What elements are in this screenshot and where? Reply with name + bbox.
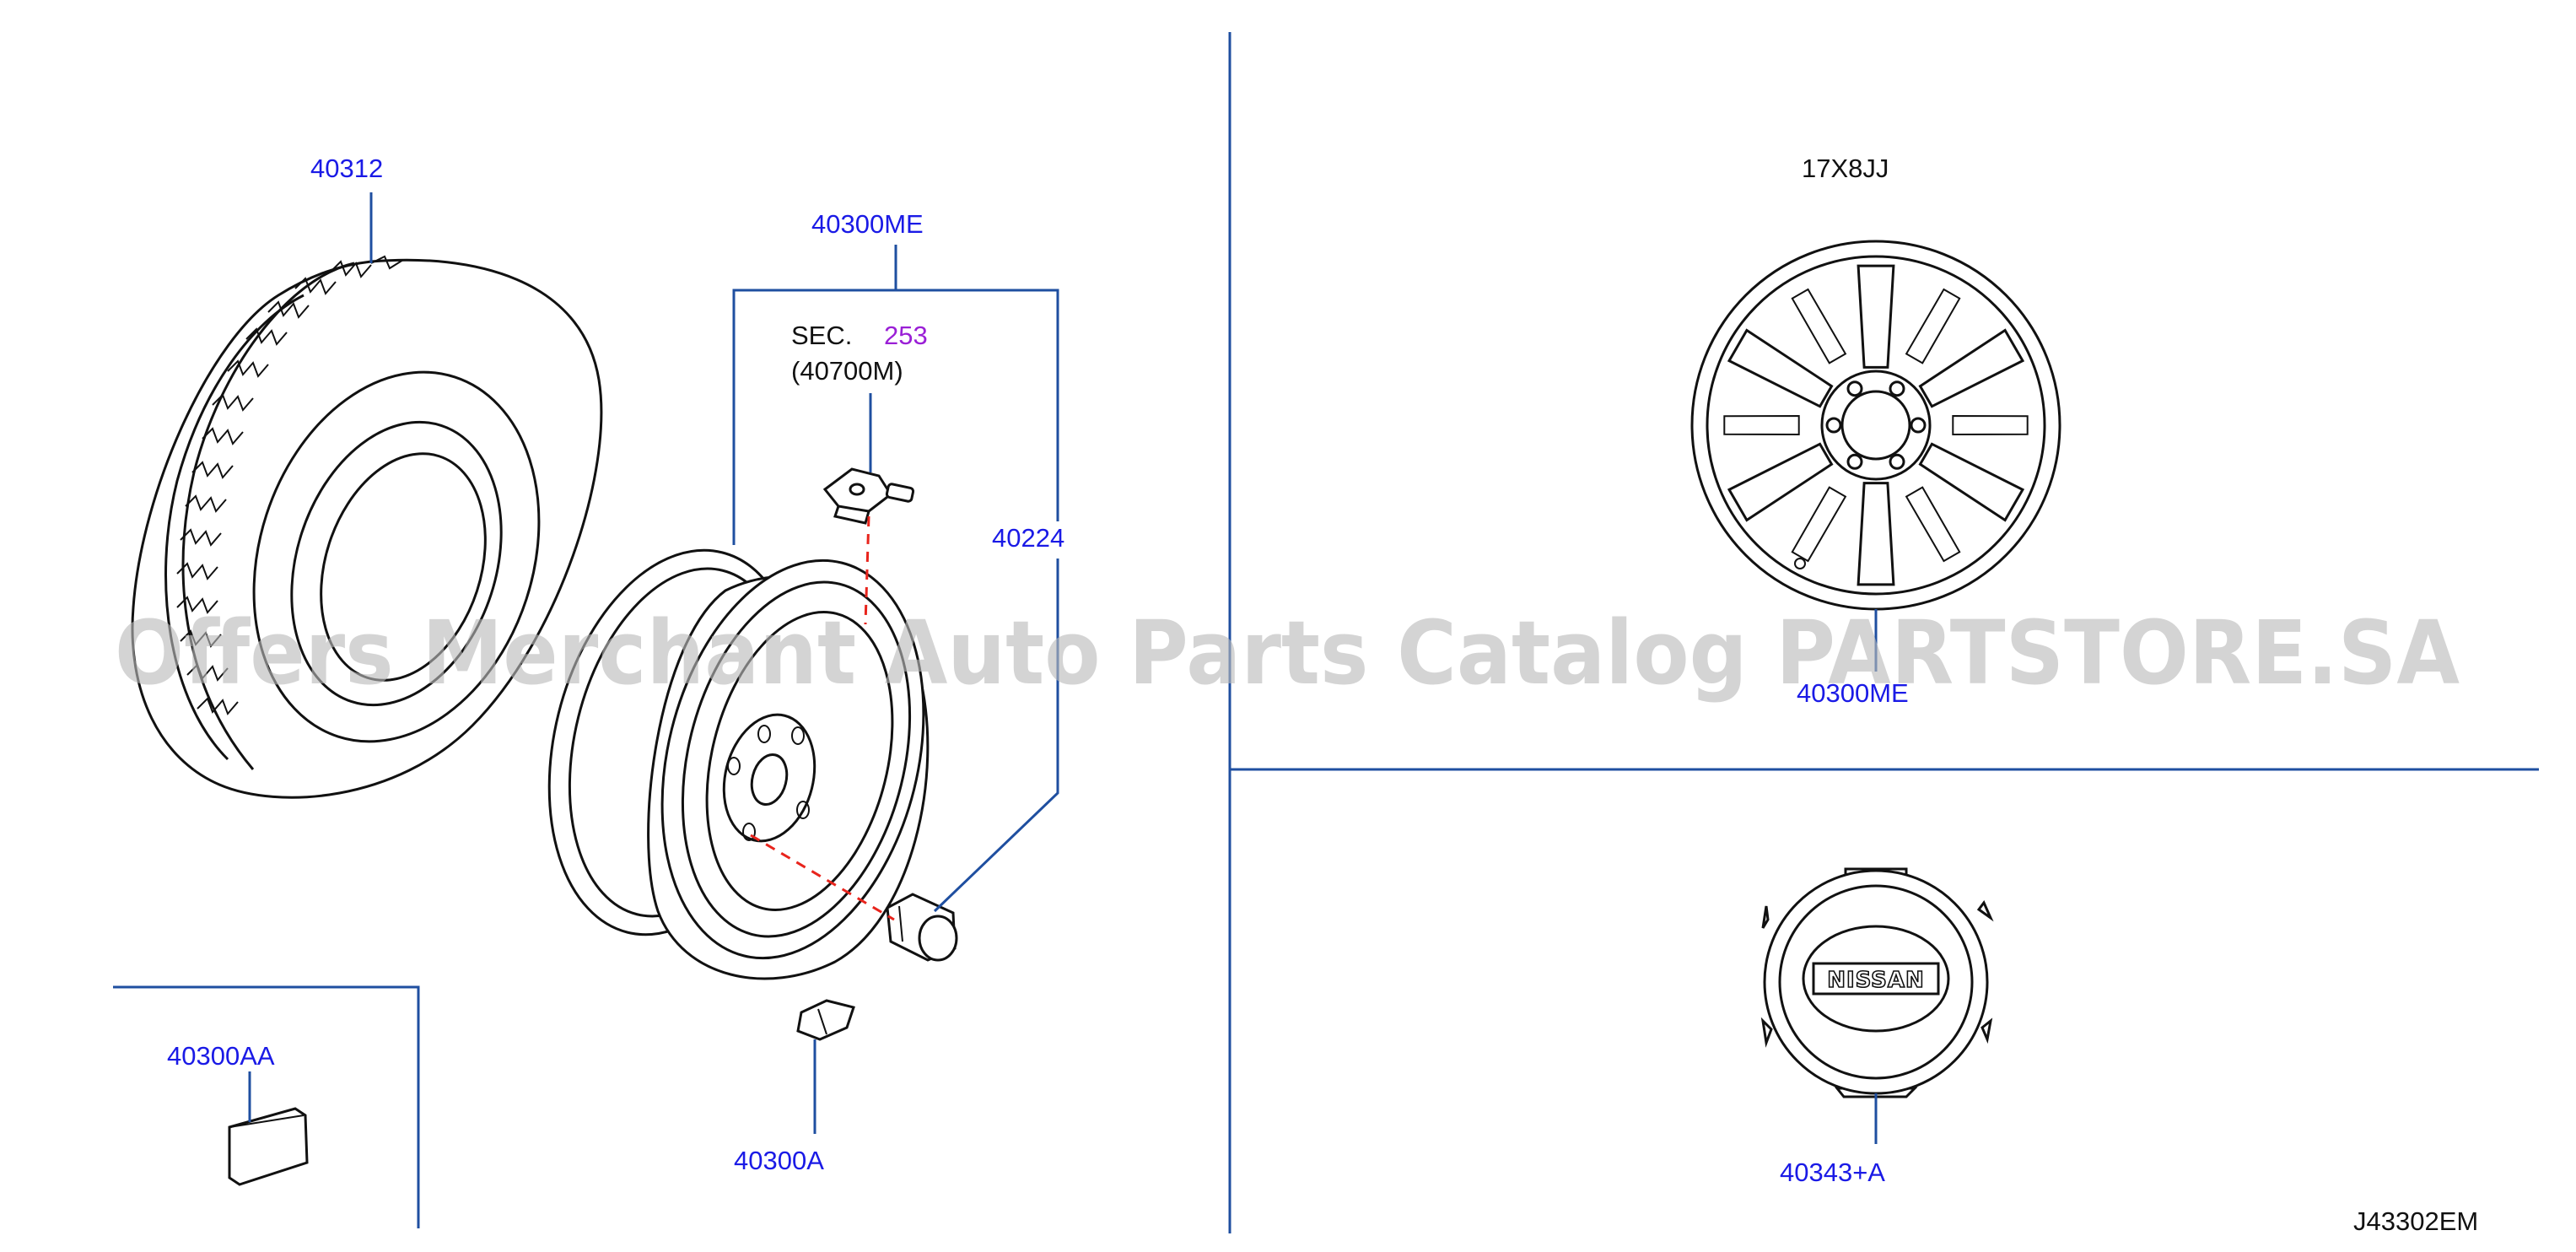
sensor-body xyxy=(822,467,893,513)
tire-sidewall xyxy=(252,370,541,743)
alloy-spoke-4 xyxy=(1857,482,1895,586)
center-cap-inner xyxy=(1778,884,1974,1080)
alloy-wheel-hub xyxy=(1820,370,1932,481)
wheel-disc xyxy=(705,611,894,911)
panel-dividers xyxy=(113,32,2539,1233)
dash-sensor-to-wheel xyxy=(864,515,870,625)
center-cap-logo-bar xyxy=(1812,962,1940,996)
alloy-lug-hole-6 xyxy=(1846,380,1863,397)
wheel-hub-face xyxy=(722,713,816,843)
label-adhesive-weight: 40300AA xyxy=(167,1041,275,1071)
alloy-lug-hole-4 xyxy=(1846,453,1863,470)
tire-tread-pattern xyxy=(176,255,404,715)
alloy-window-6 xyxy=(1791,288,1847,364)
label-alloy-wheel: 40300ME xyxy=(1797,678,1909,708)
alloy-wheel-valve-hole xyxy=(1794,558,1806,569)
alloy-window-5 xyxy=(1723,414,1800,436)
sensor-valve-stem xyxy=(885,483,915,503)
alloy-lug-hole-3 xyxy=(1889,453,1905,470)
alloy-window-4 xyxy=(1791,486,1847,563)
adhesive-weight-body xyxy=(228,1107,309,1186)
clip-weight-edge xyxy=(817,1008,827,1035)
valve-cap-end xyxy=(918,915,958,962)
alloy-wheel-center-bore xyxy=(1840,390,1911,461)
label-center-cap: 40343+A xyxy=(1780,1158,1885,1187)
center-cap-illustration: NISSAN xyxy=(1760,867,1994,1098)
steel-wheel-illustration xyxy=(547,548,930,980)
tire-bead xyxy=(290,420,503,707)
lug-hole-1 xyxy=(757,725,771,743)
balance-weight-clip-illustration xyxy=(796,999,855,1041)
sensor-base xyxy=(833,505,870,525)
center-cap-tabs xyxy=(1760,867,1994,1098)
label-valve: 40224 xyxy=(992,523,1064,553)
alloy-wheel-lug-holes xyxy=(1825,380,1927,470)
wheel-center-bore xyxy=(750,753,789,807)
alloy-lug-hole-1 xyxy=(1889,380,1905,397)
lug-hole-3 xyxy=(796,801,810,819)
weight-panel-border xyxy=(113,985,420,1228)
label-wheel-size: 17X8JJ xyxy=(1802,154,1889,183)
alloy-lug-hole-2 xyxy=(1910,417,1927,434)
label-sensor-part: (40700M) xyxy=(791,356,903,386)
alloy-spoke-3 xyxy=(1918,442,2025,522)
part-labels: 40312 40300ME SEC. 253 (40700M) 40224 40… xyxy=(167,154,2478,1236)
tire-illustration xyxy=(131,255,603,799)
label-drawing-code: J43302EM xyxy=(2353,1206,2478,1236)
alloy-window-2 xyxy=(1952,414,2029,436)
alloy-spoke-5 xyxy=(1727,442,1834,522)
valve-cap-flat xyxy=(898,905,903,942)
alloy-wheel-rim-inner xyxy=(1706,255,2046,596)
label-wheel-assembly: 40300ME xyxy=(811,209,924,239)
label-tire: 40312 xyxy=(310,154,383,183)
lug-hole-4 xyxy=(742,823,756,841)
clip-weight-body xyxy=(796,999,855,1041)
alloy-wheel-spokes xyxy=(1723,264,2029,586)
valve-cap-illustration xyxy=(886,893,958,962)
alloy-lug-hole-5 xyxy=(1825,417,1842,434)
label-clip-weight: 40300A xyxy=(734,1146,824,1175)
balance-weight-adhesive-illustration xyxy=(228,1107,309,1186)
tpms-sensor-illustration xyxy=(822,467,915,525)
alloy-window-1 xyxy=(1905,288,1961,364)
alloy-spoke-6 xyxy=(1727,328,1834,408)
dash-valve-to-wheel xyxy=(750,834,895,921)
adhesive-weight-edge xyxy=(229,1114,304,1128)
leader-lines xyxy=(248,192,1878,1144)
center-cap-logo-text: NISSAN xyxy=(1827,968,1925,993)
tire-tread-inner-edge xyxy=(181,262,355,770)
tire-tread-edge xyxy=(164,294,304,761)
lug-hole-5 xyxy=(727,757,741,775)
tire-outer-contour xyxy=(131,258,603,799)
label-sec-prefix: SEC. xyxy=(791,321,852,350)
watermark-text: Offers Merchant Auto Parts Catalog PARTS… xyxy=(115,602,2460,704)
alloy-wheel-illustration xyxy=(1690,240,2061,611)
lug-hole-2 xyxy=(791,726,805,745)
wheel-front-flange xyxy=(660,559,925,960)
wheel-front-rim xyxy=(681,580,912,938)
tire-inner-opening xyxy=(320,452,487,682)
label-sec-number[interactable]: 253 xyxy=(884,321,928,350)
alloy-window-3 xyxy=(1905,486,1961,563)
assembly-dash-lines xyxy=(750,515,895,921)
alloy-spoke-2 xyxy=(1918,328,2025,408)
alloy-spoke-1 xyxy=(1857,264,1895,369)
leader-valve xyxy=(933,559,1059,913)
sensor-detail xyxy=(849,483,865,496)
